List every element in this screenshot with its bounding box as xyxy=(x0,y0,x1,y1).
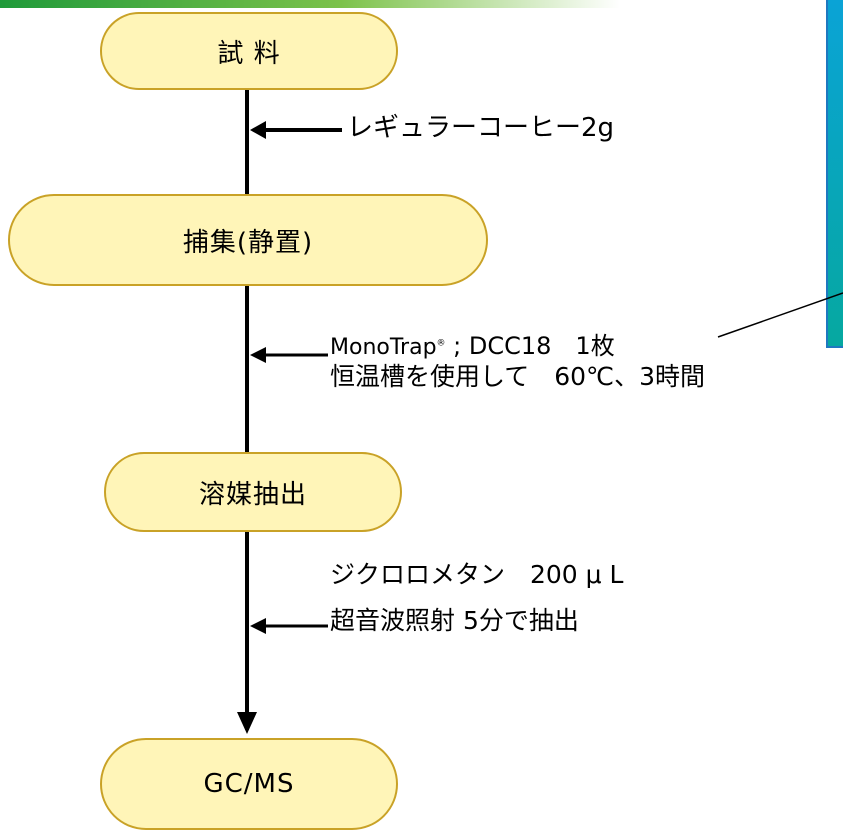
top-accent-bar xyxy=(0,0,620,8)
collector-spec: ; DCC18 1枚 xyxy=(445,332,615,360)
node-sample: 試 料 xyxy=(100,12,398,90)
pointer-line xyxy=(717,292,843,338)
step-collection-condition: 恒温槽を使用して 60℃、3時間 xyxy=(330,362,706,391)
node-sample-label: 試 料 xyxy=(217,38,281,69)
input-arrow-sample xyxy=(250,121,342,139)
node-collection: 捕集(静置) xyxy=(8,194,488,286)
node-extraction: 溶媒抽出 xyxy=(104,452,402,532)
node-analysis: GC/MS xyxy=(100,738,398,830)
step-solvent: ジクロロメタン 200 μ L xyxy=(330,560,624,589)
node-collection-label: 捕集(静置) xyxy=(182,227,314,258)
registered-mark: ® xyxy=(436,338,446,349)
step-sample-input: レギュラーコーヒー2g xyxy=(347,113,615,143)
step-extraction-condition: 超音波照射 5分で抽出 xyxy=(330,606,579,635)
flow-arrow-head xyxy=(237,712,257,734)
input-arrow-collection xyxy=(250,347,328,363)
side-image-panel xyxy=(826,0,843,348)
collector-name: MonoTrap xyxy=(330,335,437,360)
input-arrow-extraction xyxy=(250,618,328,634)
node-extraction-label: 溶媒抽出 xyxy=(198,479,307,510)
step-collector: MonoTrap® ; DCC18 1枚 xyxy=(330,334,615,359)
node-analysis-label: GC/MS xyxy=(203,769,295,799)
